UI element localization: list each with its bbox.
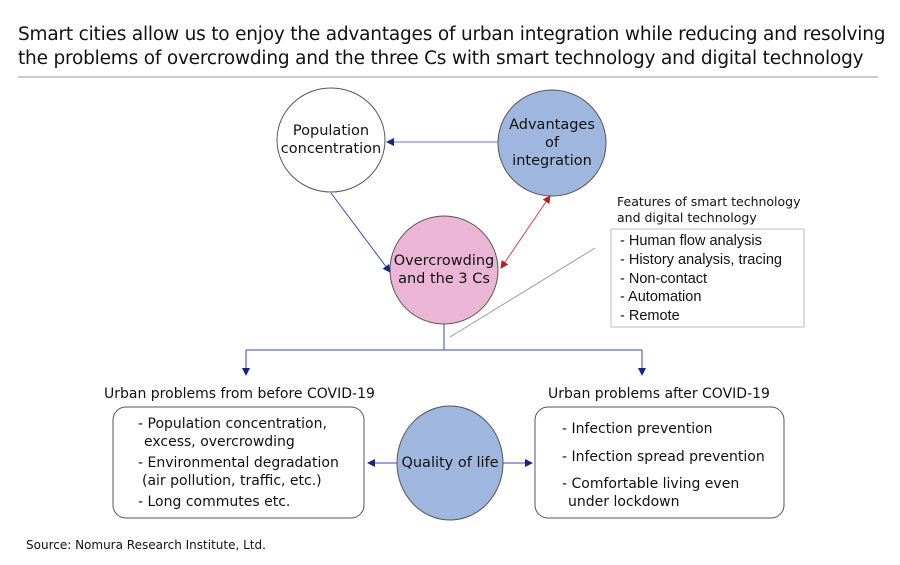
label-line: concentration bbox=[280, 141, 382, 157]
features-heading-2: and digital technology bbox=[617, 210, 757, 225]
features-heading-1: Features of smart technology bbox=[617, 194, 801, 209]
label-line: and the 3 Cs bbox=[398, 271, 490, 287]
feature-item: - Automation bbox=[620, 289, 702, 305]
source-note: Source: Nomura Research Institute, Ltd. bbox=[26, 538, 266, 552]
before-item: - Long commutes etc. bbox=[138, 494, 291, 510]
quality-label: Quality of life bbox=[401, 455, 499, 471]
after-box bbox=[534, 406, 785, 519]
label-line: Overcrowding bbox=[393, 253, 495, 269]
label-line: Population bbox=[292, 123, 370, 139]
population-circle bbox=[276, 87, 386, 193]
after-item: - Infection prevention bbox=[562, 421, 713, 437]
after-label: Urban problems after COVID-19 bbox=[548, 386, 770, 402]
before-box bbox=[112, 406, 365, 519]
overcrowding-label: Overcrowding and the 3 Cs bbox=[386, 216, 502, 324]
double-arrow-overcrowding-advantages bbox=[500, 195, 551, 269]
feature-item: - History analysis, tracing bbox=[620, 252, 782, 268]
feature-item: - Human flow analysis bbox=[620, 233, 762, 249]
advantages-circle bbox=[497, 89, 607, 197]
label-line: Advantages bbox=[509, 117, 595, 133]
before-item: (air pollution, traffic, etc.) bbox=[142, 473, 322, 489]
label-line: of bbox=[545, 135, 559, 151]
label-line: integration bbox=[512, 153, 592, 169]
before-item: excess, overcrowding bbox=[144, 434, 295, 450]
advantages-label: Advantages of integration bbox=[498, 90, 606, 196]
before-label: Urban problems from before COVID-19 bbox=[104, 386, 375, 402]
feature-item: - Non-contact bbox=[620, 271, 708, 287]
after-item: under lockdown bbox=[568, 494, 680, 510]
branch-connector bbox=[246, 324, 642, 351]
title-line-2: the problems of overcrowding and the thr… bbox=[18, 48, 864, 69]
after-item: - Comfortable living even bbox=[562, 476, 740, 492]
after-item: - Infection spread prevention bbox=[562, 449, 765, 465]
title-line-1: Smart cities allow us to enjoy the advan… bbox=[18, 24, 886, 45]
before-item: - Population concentration, bbox=[138, 416, 327, 432]
before-item: - Environmental degradation bbox=[138, 455, 339, 471]
population-label: Population concentration bbox=[277, 88, 385, 192]
callout-line bbox=[449, 247, 596, 338]
arrow-population-to-overcrowding bbox=[330, 192, 391, 273]
feature-item: - Remote bbox=[620, 308, 680, 324]
features-box bbox=[610, 228, 805, 328]
